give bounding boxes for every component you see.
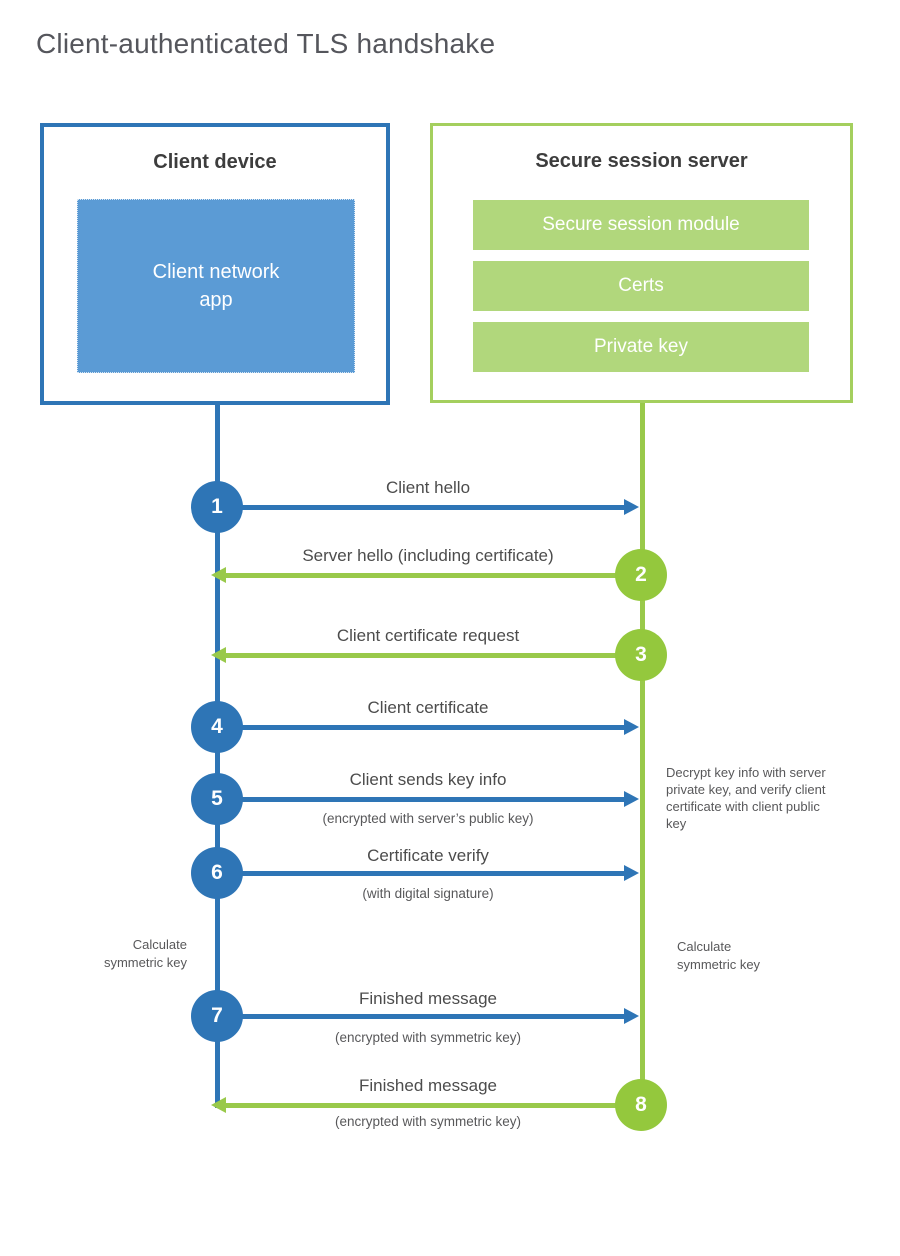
- decrypt-note: Decrypt key info with server private key…: [666, 765, 826, 831]
- client-device-heading: Client device: [153, 151, 277, 173]
- step-circle: 1: [191, 481, 243, 533]
- step-circle: 5: [191, 773, 243, 825]
- server-module-private-key: Private key: [473, 322, 809, 372]
- step-label: Client certificate: [367, 698, 489, 717]
- step-sublabel: (with digital signature): [362, 886, 494, 901]
- arrow-client-to-server: [217, 725, 624, 730]
- step-label: Client sends key info: [349, 770, 507, 789]
- step-sublabel: (encrypted with symmetric key): [334, 1030, 522, 1045]
- step-label: Server hello (including certificate): [302, 546, 554, 565]
- step-circle: 3: [615, 629, 667, 681]
- step-circle: 8: [615, 1079, 667, 1131]
- step-label: Finished message: [359, 1076, 497, 1095]
- secure-session-server-box: Secure session server Secure session mod…: [430, 123, 853, 403]
- arrow-server-to-client: [226, 573, 641, 578]
- arrow-client-to-server: [217, 871, 624, 876]
- calculate-symmetric-key-client: Calculate symmetric key: [103, 937, 187, 970]
- calculate-symmetric-key-server: Calculate symmetric key: [677, 939, 761, 972]
- client-network-app-box: Client network app: [77, 199, 355, 373]
- client-device-box: Client device Client network app: [40, 123, 390, 405]
- arrowhead-right-icon: [624, 865, 639, 881]
- server-lifeline: [640, 403, 645, 1107]
- arrowhead-left-icon: [211, 567, 226, 583]
- arrow-client-to-server: [217, 1014, 624, 1019]
- arrowhead-left-icon: [211, 1097, 226, 1113]
- step-circle: 4: [191, 701, 243, 753]
- step-label: Client hello: [385, 478, 471, 497]
- server-module-secure-session: Secure session module: [473, 200, 809, 250]
- step-label: Certificate verify: [367, 846, 489, 865]
- server-heading: Secure session server: [535, 150, 748, 172]
- step-sublabel: (encrypted with symmetric key): [334, 1114, 522, 1129]
- arrowhead-right-icon: [624, 499, 639, 515]
- page-title: Client-authenticated TLS handshake: [36, 28, 496, 59]
- step-circle: 7: [191, 990, 243, 1042]
- arrow-client-to-server: [217, 797, 624, 802]
- arrowhead-right-icon: [624, 719, 639, 735]
- arrow-server-to-client: [226, 653, 641, 658]
- server-module-certs: Certs: [473, 261, 809, 311]
- step-sublabel: (encrypted with server’s public key): [322, 811, 534, 826]
- step-label: Client certificate request: [336, 626, 520, 645]
- step-circle: 6: [191, 847, 243, 899]
- arrow-server-to-client: [226, 1103, 641, 1108]
- arrowhead-left-icon: [211, 647, 226, 663]
- client-lifeline: [215, 405, 220, 1108]
- arrowhead-right-icon: [624, 1008, 639, 1024]
- step-label: Finished message: [359, 989, 497, 1008]
- step-circle: 2: [615, 549, 667, 601]
- arrowhead-right-icon: [624, 791, 639, 807]
- arrow-client-to-server: [217, 505, 624, 510]
